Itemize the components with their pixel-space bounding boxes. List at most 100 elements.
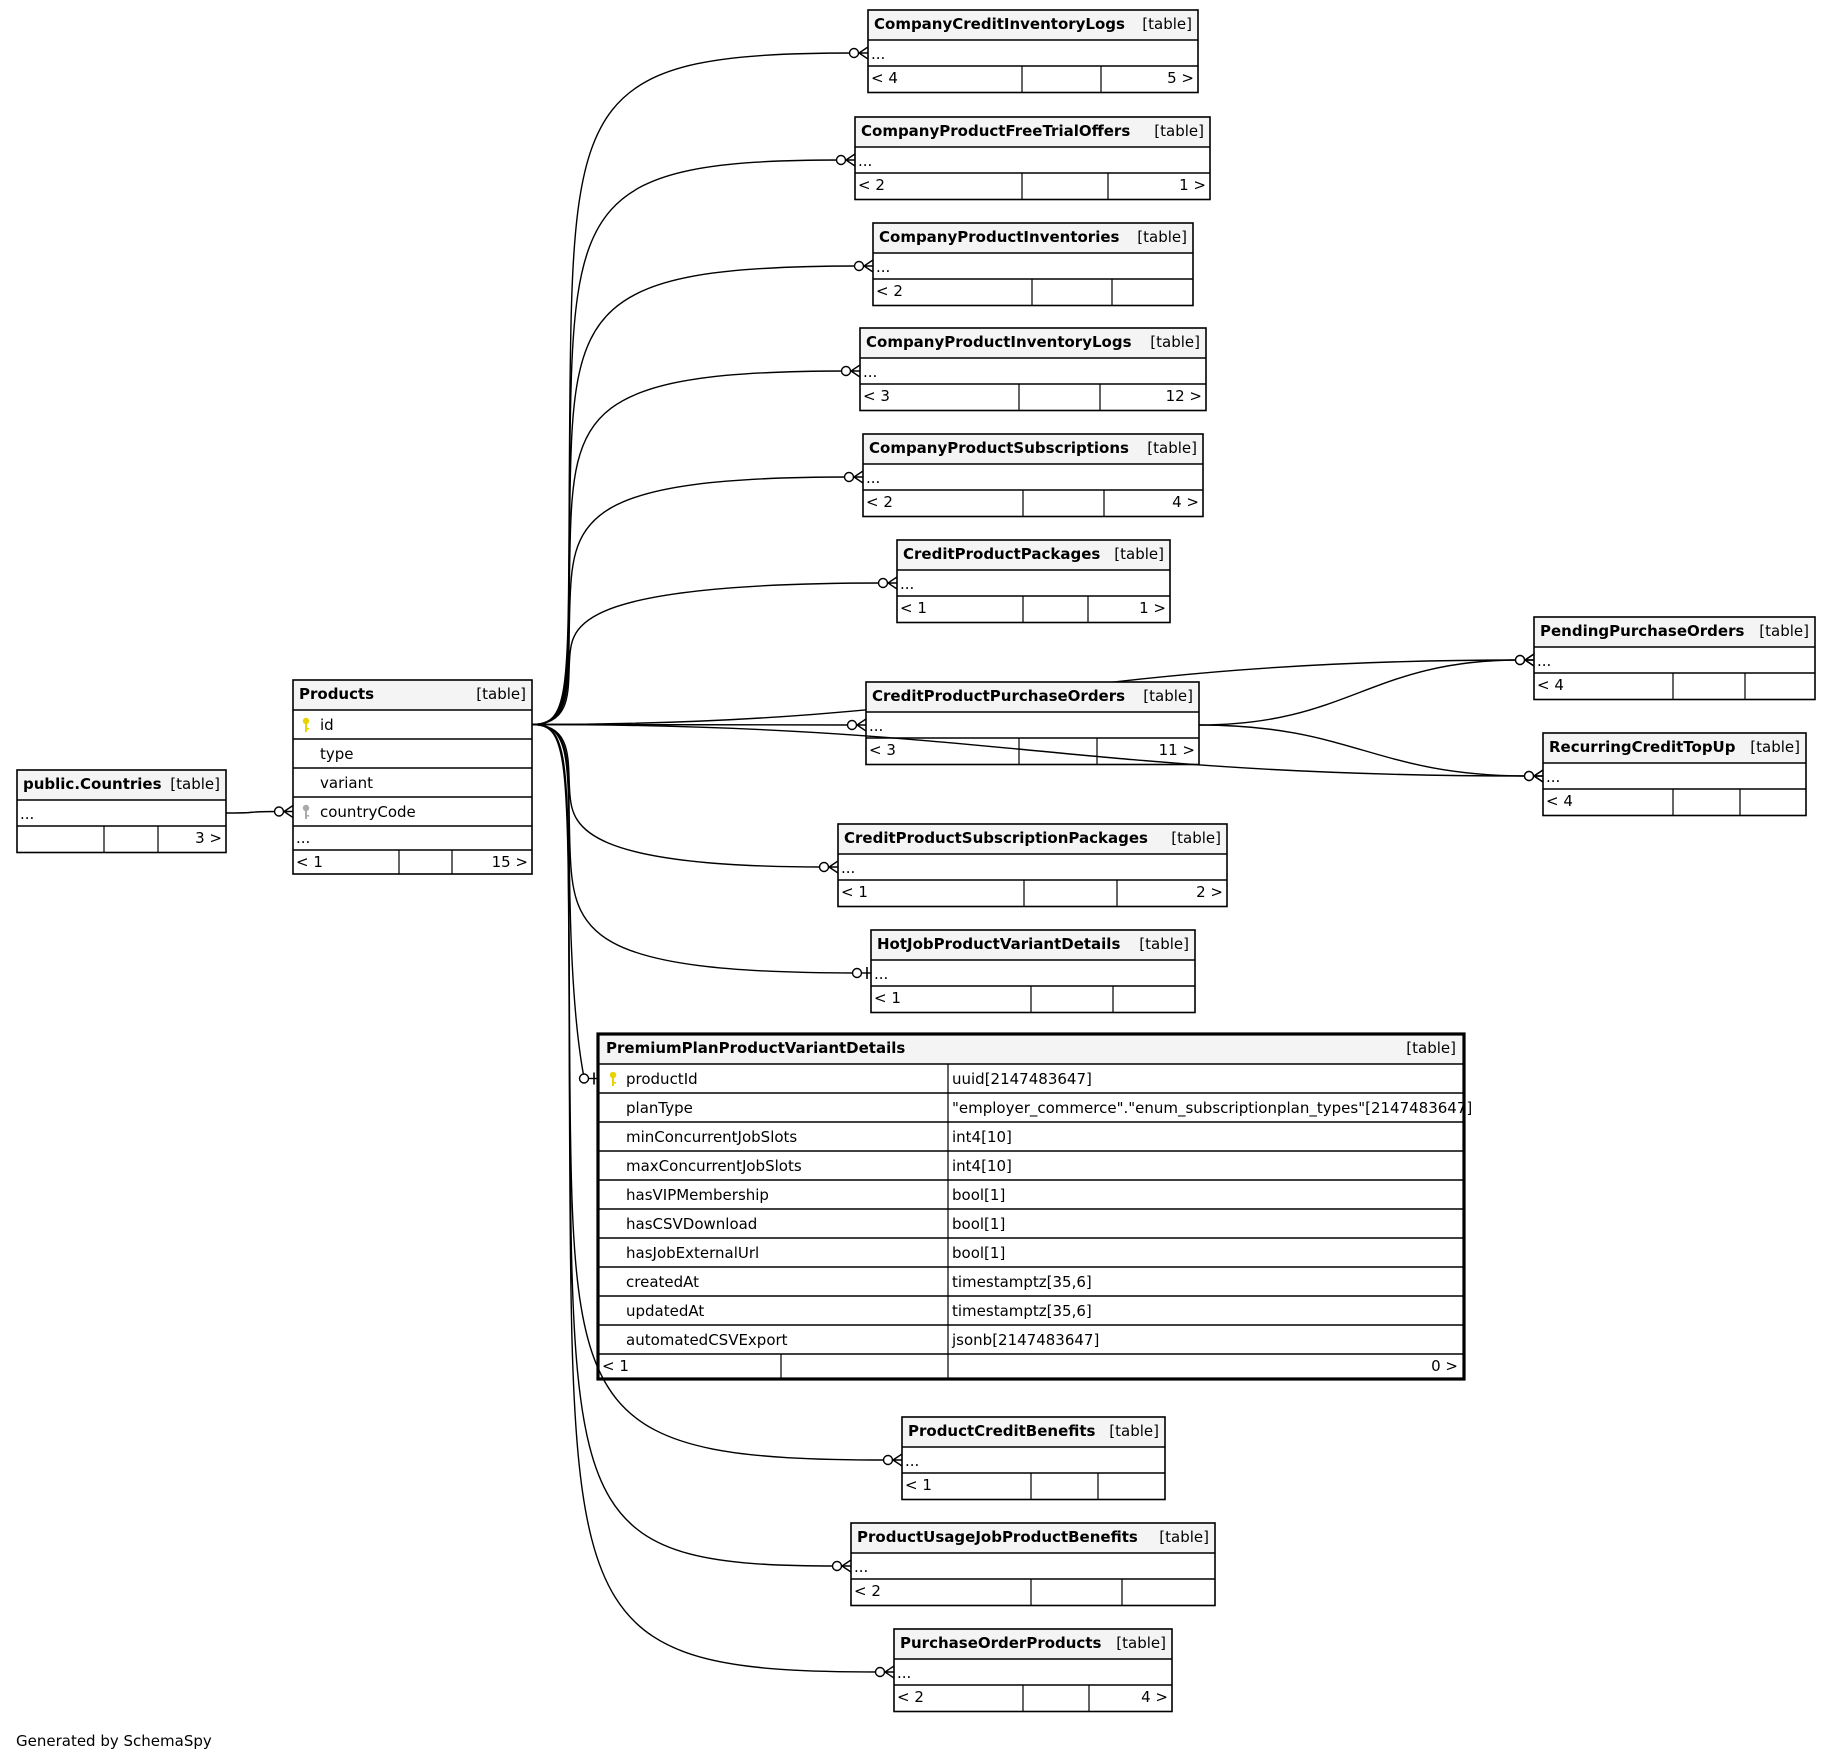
table-ellipsis-row: ... xyxy=(1546,768,1560,786)
table-cpil[interactable]: CompanyProductInventoryLogs[table]...< 3… xyxy=(859,327,1207,412)
table-tag: [table] xyxy=(170,775,220,793)
zero-or-many-marker xyxy=(835,153,856,167)
table-tag: [table] xyxy=(1142,15,1192,33)
table-ellipsis-row: ... xyxy=(863,363,877,381)
generated-by-label: Generated by SchemaSpy xyxy=(16,1732,212,1750)
table-rct[interactable]: RecurringCreditTopUp[table]...< 4 xyxy=(1542,732,1807,817)
table-countries[interactable]: public.Countries[table]...3 > xyxy=(16,769,227,854)
zero-or-many-marker xyxy=(818,860,839,874)
table-name: CompanyCreditInventoryLogs xyxy=(874,15,1125,33)
tables-layer: public.Countries[table]...3 > Products [ta… xyxy=(16,9,1816,1713)
table-name: PremiumPlanProductVariantDetails xyxy=(606,1039,905,1057)
table-tag: [table] xyxy=(1143,687,1193,705)
table-ellipsis-row: ... xyxy=(20,805,34,823)
table-cps[interactable]: CompanyProductSubscriptions[table]...< 2… xyxy=(862,433,1204,518)
footer-children: 4 > xyxy=(1141,1688,1168,1706)
zero-or-many-marker xyxy=(848,46,869,60)
footer-parents: < 2 xyxy=(858,176,885,194)
column-name: variant xyxy=(320,774,373,792)
table-ellipsis-row: ... xyxy=(869,717,883,735)
column-name: planType xyxy=(626,1099,693,1117)
column-name: countryCode xyxy=(320,803,416,821)
footer-children: 15 > xyxy=(492,853,528,871)
column-type: uuid[2147483647] xyxy=(952,1070,1092,1088)
table-name: CompanyProductFreeTrialOffers xyxy=(861,122,1130,140)
table-name: Products xyxy=(299,685,374,703)
table-cpi[interactable]: CompanyProductInventories[table]...< 2 xyxy=(872,222,1194,307)
table-ellipsis-row: ... xyxy=(858,152,872,170)
table-name: CompanyProductInventories xyxy=(879,228,1120,246)
table-pujpb[interactable]: ProductUsageJobProductBenefits[table]...… xyxy=(850,1522,1216,1607)
column-type: "employer_commerce"."enum_subscriptionpl… xyxy=(952,1099,1472,1118)
primary-key-icon xyxy=(302,717,310,732)
column-type: int4[10] xyxy=(952,1128,1012,1146)
table-ppo[interactable]: PendingPurchaseOrders[table]...< 4 xyxy=(1533,616,1816,701)
relationship-products-cpsp xyxy=(531,723,825,868)
table-name: CreditProductPackages xyxy=(903,545,1100,563)
table-tag: [table] xyxy=(1406,1039,1456,1057)
footer-children: 0 > xyxy=(1431,1357,1458,1375)
zero-or-many-marker xyxy=(273,804,294,819)
column-type: jsonb[2147483647] xyxy=(951,1331,1099,1349)
column-type: timestamptz[35,6] xyxy=(952,1302,1092,1320)
table-tag: [table] xyxy=(1750,738,1800,756)
zero-or-one-marker xyxy=(578,1072,598,1085)
zero-or-many-marker xyxy=(831,1559,852,1573)
table-ellipsis-row: ... xyxy=(897,1664,911,1682)
footer-children: 11 > xyxy=(1159,741,1195,759)
footer-children: 12 > xyxy=(1166,387,1202,405)
table-tag: [table] xyxy=(1114,545,1164,563)
relationship-products-hjpvd xyxy=(531,723,858,974)
footer-parents: < 2 xyxy=(854,1582,881,1600)
footer-children: 4 > xyxy=(1172,493,1199,511)
table-cpfto[interactable]: CompanyProductFreeTrialOffers [table]... <… xyxy=(854,116,1211,201)
zero-or-many-marker xyxy=(846,718,867,732)
table-ellipsis-row: ... xyxy=(1537,652,1551,670)
table-cppo[interactable]: CreditProductPurchaseOrders[table]...< 3… xyxy=(865,681,1200,766)
relationship-products-rct xyxy=(531,723,1530,777)
footer-parents: < 4 xyxy=(1537,676,1564,694)
table-name: ProductUsageJobProductBenefits xyxy=(857,1528,1138,1546)
column-name: type xyxy=(320,745,354,763)
footer-children: 1 > xyxy=(1139,599,1166,617)
footer-parents: < 1 xyxy=(900,599,927,617)
table-hjpvd[interactable]: HotJobProductVariantDetails[table]...< 1 xyxy=(870,929,1196,1014)
primary-key-icon xyxy=(609,1071,617,1086)
table-name: PurchaseOrderProducts xyxy=(900,1634,1101,1652)
table-ellipsis-row: ... xyxy=(866,469,880,487)
table-ppvd[interactable]: PremiumPlanProductVariantDetails [table] p… xyxy=(596,1032,1472,1381)
relationship-cppo-ppo xyxy=(1198,659,1521,726)
table-pcb[interactable]: ProductCreditBenefits[table]...< 1 xyxy=(901,1416,1166,1501)
table-ellipsis-row: ... xyxy=(876,258,890,276)
zero-or-many-marker xyxy=(840,364,861,378)
relationship-products-ccil xyxy=(531,52,855,726)
table-products[interactable]: Products[table]idtypevariantcountryCode.… xyxy=(292,679,533,875)
zero-or-many-marker xyxy=(853,259,874,273)
relationship-products-cps xyxy=(531,476,850,726)
column-name: hasJobExternalUrl xyxy=(626,1244,759,1262)
relationship-products-cpi xyxy=(531,265,860,726)
table-cpsp[interactable]: CreditProductSubscriptionPackages[table]… xyxy=(837,823,1228,908)
footer-parents: < 4 xyxy=(1546,792,1573,810)
column-type: bool[1] xyxy=(952,1244,1005,1262)
table-ellipsis-row: ... xyxy=(871,45,885,63)
zero-or-many-marker xyxy=(843,470,864,484)
table-name: PendingPurchaseOrders xyxy=(1540,622,1744,640)
table-name: CompanyProductSubscriptions xyxy=(869,439,1129,457)
table-tag: [table] xyxy=(1139,935,1189,953)
relationship-products-cpil xyxy=(531,370,847,726)
column-name: hasCSVDownload xyxy=(626,1215,757,1233)
table-ellipsis-row: ... xyxy=(874,965,888,983)
table-tag: [table] xyxy=(1171,829,1221,847)
column-type: bool[1] xyxy=(952,1215,1005,1233)
zero-or-many-marker xyxy=(874,1665,895,1679)
column-type: timestamptz[35,6] xyxy=(952,1273,1092,1291)
table-tag: [table] xyxy=(1154,122,1204,140)
zero-or-many-marker xyxy=(1523,769,1544,783)
column-name: minConcurrentJobSlots xyxy=(626,1128,797,1146)
table-tag: [table] xyxy=(1137,228,1187,246)
